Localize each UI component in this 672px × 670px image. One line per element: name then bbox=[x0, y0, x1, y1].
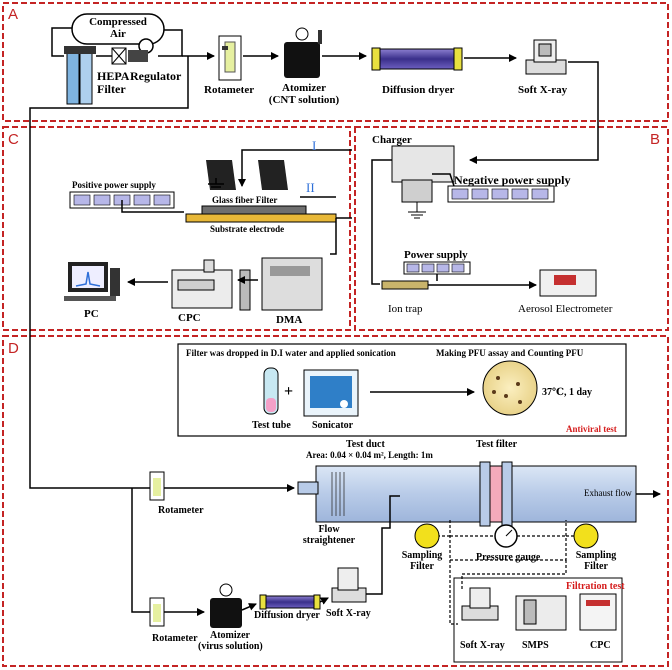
test-duct-icon bbox=[297, 461, 637, 527]
rotameter-a-icon bbox=[218, 35, 242, 81]
ft-cpc-label: CPC bbox=[590, 640, 611, 651]
diffusion-dryer-d-label: Diffusion dryer bbox=[254, 610, 320, 621]
petri-dish-icon bbox=[482, 360, 538, 416]
antiviral-header-right: Making PFU assay and Counting PFU bbox=[436, 348, 584, 358]
atomizer-cnt-icon bbox=[284, 27, 322, 78]
hepa-filter-label: HEPA Filter bbox=[97, 69, 130, 97]
sampling-filter-left-label: Sampling Filter bbox=[401, 550, 443, 572]
soft-xray-a-label: Soft X-ray bbox=[518, 84, 568, 96]
path-i-label: I bbox=[312, 138, 317, 153]
glass-fiber-filter-label: Glass fiber Filter bbox=[212, 195, 278, 205]
duct-spec-label: Area: 0.04 × 0.04 m², Length: 1m bbox=[306, 450, 433, 460]
negative-power-supply-label: Negative power supply bbox=[454, 173, 571, 187]
ft-cpc-icon bbox=[579, 593, 617, 631]
sampling-filter-left-icon bbox=[414, 523, 440, 549]
aerosol-electrometer-label: Aerosol Electrometer bbox=[518, 303, 613, 315]
ft-soft-xray-label: Soft X-ray bbox=[460, 640, 505, 651]
regulator-icon bbox=[111, 38, 154, 65]
section-b-border bbox=[354, 126, 669, 331]
antiviral-test-label: Antiviral test bbox=[566, 424, 617, 434]
section-a-label: A bbox=[8, 6, 19, 23]
rotameter-a-label: Rotameter bbox=[204, 84, 255, 96]
section-b-label: B bbox=[650, 131, 661, 148]
section-d-label: D bbox=[8, 340, 19, 357]
rotameter-upper-icon bbox=[149, 471, 165, 501]
pc-label: PC bbox=[84, 308, 99, 320]
smps-icon bbox=[515, 595, 567, 631]
section-d-border bbox=[2, 335, 669, 667]
soft-xray-a-icon bbox=[525, 39, 567, 75]
test-tube-icon bbox=[263, 367, 279, 415]
positive-power-supply-label: Positive power supply bbox=[72, 180, 156, 190]
sampling-filter-right-icon bbox=[573, 523, 599, 549]
exhaust-flow-label: Exhaust flow bbox=[584, 488, 632, 498]
sonicator-icon bbox=[303, 369, 359, 417]
cpc-c-icon bbox=[171, 259, 233, 309]
diffusion-dryer-d-icon bbox=[259, 594, 321, 610]
pressure-gauge-label: Pressure gauge bbox=[476, 552, 541, 563]
section-c-border bbox=[2, 126, 351, 331]
power-supply-label: Power supply bbox=[404, 249, 468, 261]
compressed-air-tank-icon bbox=[71, 13, 165, 45]
aerosol-electrometer-icon bbox=[539, 269, 597, 297]
ft-smps-label: SMPS bbox=[522, 640, 549, 651]
power-supply-icon bbox=[403, 261, 471, 275]
soft-xray-d-label: Soft X-ray bbox=[326, 608, 371, 619]
diffusion-dryer-a-icon bbox=[371, 47, 463, 71]
atomizer-virus-icon bbox=[210, 583, 242, 628]
regulator-label: Regulator bbox=[130, 69, 182, 83]
pc-icon bbox=[64, 262, 120, 301]
rotameter-lower-label: Rotameter bbox=[152, 633, 198, 644]
dma-label: DMA bbox=[276, 314, 303, 326]
negative-power-supply-icon bbox=[447, 185, 555, 203]
section-c-label: C bbox=[8, 131, 19, 148]
pressure-gauge-icon bbox=[494, 524, 518, 548]
compressed-air-label: Compressed Air bbox=[89, 16, 147, 41]
filtration-test-label: Filtration test bbox=[566, 581, 625, 592]
ft-soft-xray-icon bbox=[461, 587, 499, 621]
test-filter-label: Test filter bbox=[476, 439, 518, 450]
cpc-c-label: CPC bbox=[178, 312, 201, 324]
antiviral-header-left: Filter was dropped in D.I water and appl… bbox=[186, 348, 396, 358]
path-ii-label: II bbox=[306, 180, 315, 195]
antiviral-panel bbox=[177, 343, 627, 437]
sonicator-label: Sonicator bbox=[312, 420, 354, 431]
ion-trap-label: Ion trap bbox=[388, 303, 423, 315]
substrate-electrode-label: Substrate electrode bbox=[210, 224, 285, 234]
flow-straightener-label: Flow straightener bbox=[302, 524, 356, 546]
rotameter-upper-label: Rotameter bbox=[158, 505, 204, 516]
soft-xray-d-icon bbox=[331, 567, 367, 603]
ion-trap-icon bbox=[381, 280, 429, 290]
charger-icon bbox=[391, 145, 455, 219]
atomizer-cnt-label: Atomizer (CNT solution) bbox=[268, 82, 340, 107]
charger-label: Charger bbox=[372, 134, 412, 146]
test-tube-label: Test tube bbox=[252, 420, 291, 431]
rotameter-lower-icon bbox=[149, 597, 165, 627]
plus-sign: + bbox=[284, 383, 294, 400]
section-a-border bbox=[2, 2, 669, 122]
atomizer-virus-label: Atomizer (virus solution) bbox=[198, 630, 263, 652]
sampling-filter-right-label: Sampling Filter bbox=[575, 550, 617, 572]
dma-icon bbox=[239, 257, 323, 311]
diffusion-dryer-a-label: Diffusion dryer bbox=[382, 84, 455, 96]
incubation-label: 37℃, 1 day bbox=[542, 387, 593, 398]
hepa-filter-icon bbox=[64, 46, 96, 105]
test-duct-label: Test duct bbox=[346, 439, 385, 450]
